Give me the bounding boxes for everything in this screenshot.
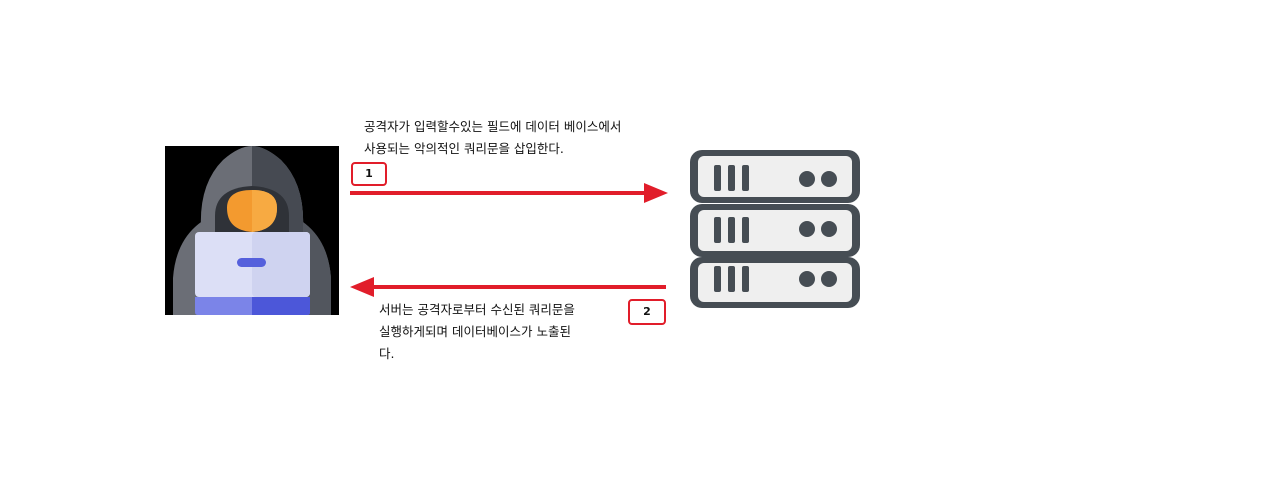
response-arrow — [350, 277, 666, 297]
step-1-caption: 공격자가 입력할수있는 필드에 데이터 베이스에서 사용되는 악의적인 쿼리문을… — [364, 119, 622, 156]
step-1-badge: 1 — [351, 162, 387, 186]
server-rack-icon — [690, 150, 860, 308]
step-2-badge: 2 — [628, 299, 666, 325]
request-arrow — [350, 183, 668, 203]
hooded-hacker-with-laptop-icon — [165, 146, 339, 315]
step-2-caption: 서버는 공격자로부터 수신된 쿼리문을 실행하게되며 데이터베이스가 노출된 다… — [379, 302, 575, 361]
